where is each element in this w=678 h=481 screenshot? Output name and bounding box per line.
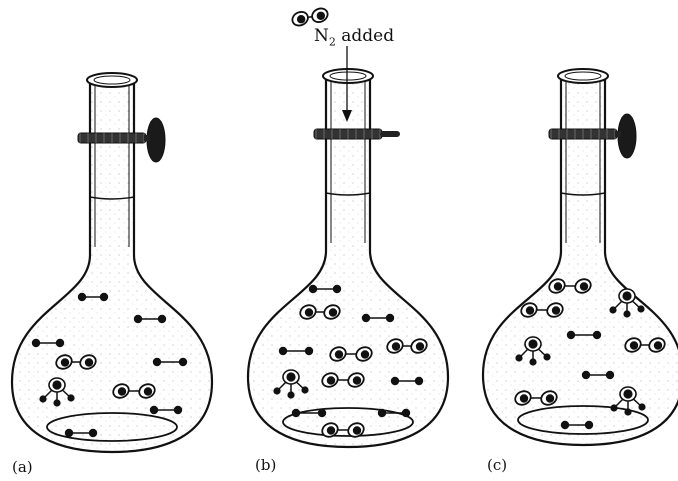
atom: [637, 305, 644, 312]
atom: [179, 358, 187, 366]
n2-added-text: added: [336, 26, 394, 46]
atom: [309, 285, 317, 293]
atom: [301, 386, 308, 393]
atom: [529, 358, 536, 365]
atom: [39, 395, 46, 402]
atom: [515, 354, 522, 361]
atom: [153, 358, 161, 366]
atom: [327, 376, 335, 384]
flask-a: [12, 73, 212, 452]
atom: [286, 372, 295, 381]
atom: [89, 429, 97, 437]
n2-formula-sub: 2: [329, 35, 336, 48]
atom: [134, 315, 142, 323]
atom: [65, 429, 73, 437]
atom: [53, 399, 60, 406]
atom: [158, 315, 166, 323]
atom: [554, 282, 562, 290]
atom: [56, 339, 64, 347]
atom: [150, 406, 158, 414]
atom: [580, 282, 588, 290]
panel-label-a: (a): [12, 458, 33, 476]
atom: [333, 285, 341, 293]
atom: [622, 291, 631, 300]
atom: [327, 426, 335, 434]
atom: [361, 350, 369, 358]
panel-label-c: (c): [487, 456, 507, 474]
atom: [593, 331, 601, 339]
atom: [546, 394, 554, 402]
atom: [305, 347, 313, 355]
valve-stem: [144, 135, 150, 141]
atom: [317, 12, 325, 20]
atom: [609, 306, 616, 313]
atom: [118, 387, 126, 395]
atom: [543, 353, 550, 360]
atom: [287, 391, 294, 398]
atom: [362, 314, 370, 322]
atom: [606, 371, 614, 379]
atom: [61, 358, 69, 366]
atom: [415, 377, 423, 385]
atom: [638, 403, 645, 410]
atom: [52, 380, 61, 389]
atom: [623, 389, 632, 398]
flask-b: [248, 69, 448, 447]
atom: [174, 406, 182, 414]
atom: [32, 339, 40, 347]
atom: [144, 387, 152, 395]
n2-formula-base: N: [314, 26, 329, 46]
atom: [100, 293, 108, 301]
atom: [353, 376, 361, 384]
atom: [624, 408, 631, 415]
n2-molecule: [290, 6, 330, 28]
atom: [585, 421, 593, 429]
atom: [305, 308, 313, 316]
atom: [85, 358, 93, 366]
atom: [297, 15, 305, 23]
atom: [335, 350, 343, 358]
atom: [528, 339, 537, 348]
atom: [273, 387, 280, 394]
atom: [526, 306, 534, 314]
atom: [78, 293, 86, 301]
atom: [416, 342, 424, 350]
incoming-n2-molecule: [290, 6, 330, 28]
flask-c: [483, 69, 678, 445]
atom: [391, 377, 399, 385]
valve-stem: [615, 131, 621, 137]
atom: [567, 331, 575, 339]
atom: [552, 306, 560, 314]
n2-added-label: N2 added: [314, 26, 394, 48]
atom: [378, 409, 386, 417]
atom: [402, 409, 410, 417]
atom: [67, 394, 74, 401]
atom: [582, 371, 590, 379]
atom: [329, 308, 337, 316]
atom: [561, 421, 569, 429]
panel-label-b: (b): [255, 456, 276, 474]
valve-handle-open: [380, 131, 400, 137]
atom: [392, 342, 400, 350]
atom: [279, 347, 287, 355]
atom: [630, 341, 638, 349]
atom: [386, 314, 394, 322]
atom: [610, 404, 617, 411]
atom: [292, 409, 300, 417]
atom: [520, 394, 528, 402]
atom: [654, 341, 662, 349]
atom: [623, 310, 630, 317]
atom: [318, 409, 326, 417]
atom: [353, 426, 361, 434]
